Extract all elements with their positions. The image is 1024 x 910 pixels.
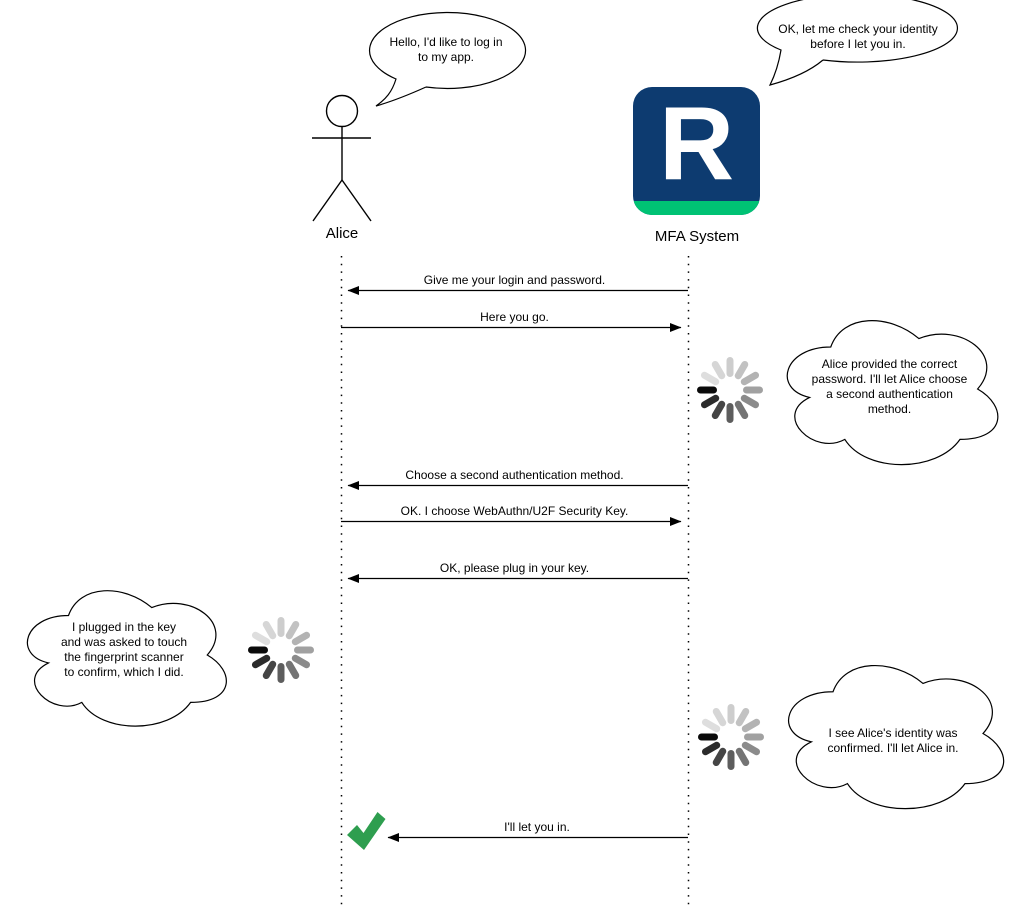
stick-figure-left-leg	[312, 179, 343, 222]
logo-green-strip	[633, 201, 760, 215]
success-checkmark-icon	[347, 812, 386, 850]
mfa-thought-cloud-password	[786, 320, 999, 466]
thought-cloud-text-key: I plugged in the key and was asked to to…	[60, 620, 188, 679]
mfa-speech-bubble	[756, 0, 959, 86]
mfa-system-logo: R	[633, 87, 760, 215]
speech-bubble-text-alice: Hello, I'd like to log in to my app.	[389, 35, 503, 64]
actor-label-mfa-system: MFA System	[654, 228, 740, 245]
message-label-choose-method: Choose a second authentication method.	[405, 468, 624, 482]
message-label-choose-webauthn: OK. I choose WebAuthn/U2F Security Key.	[400, 504, 629, 518]
loading-spinner-icon	[698, 704, 764, 770]
speech-bubble-text-mfa: OK, let me check your identity before I …	[778, 22, 938, 51]
message-label-give-login: Give me your login and password.	[423, 273, 606, 287]
stick-figure-right-leg	[341, 179, 372, 222]
message-label-plug-in-key: OK, please plug in your key.	[439, 561, 590, 575]
alice-speech-bubble	[368, 11, 527, 107]
thought-cloud-text-password: Alice provided the correct password. I'l…	[811, 357, 968, 416]
alice-thought-cloud-key	[26, 590, 227, 727]
message-label-let-you-in: I'll let you in.	[504, 820, 570, 834]
stick-figure-head	[325, 94, 359, 128]
loading-spinner-icon	[248, 617, 314, 683]
message-label-here-you-go: Here you go.	[480, 310, 549, 324]
thought-cloud-text-confirmed: I see Alice's identity was confirmed. I'…	[827, 726, 959, 755]
actor-label-alice: Alice	[325, 225, 359, 242]
alice-stick-figure	[312, 94, 372, 222]
message-arrows	[341, 286, 688, 842]
logo-letter: R	[658, 87, 735, 202]
mfa-thought-cloud-confirmed	[788, 665, 1005, 810]
loading-spinner-icon	[697, 357, 763, 423]
